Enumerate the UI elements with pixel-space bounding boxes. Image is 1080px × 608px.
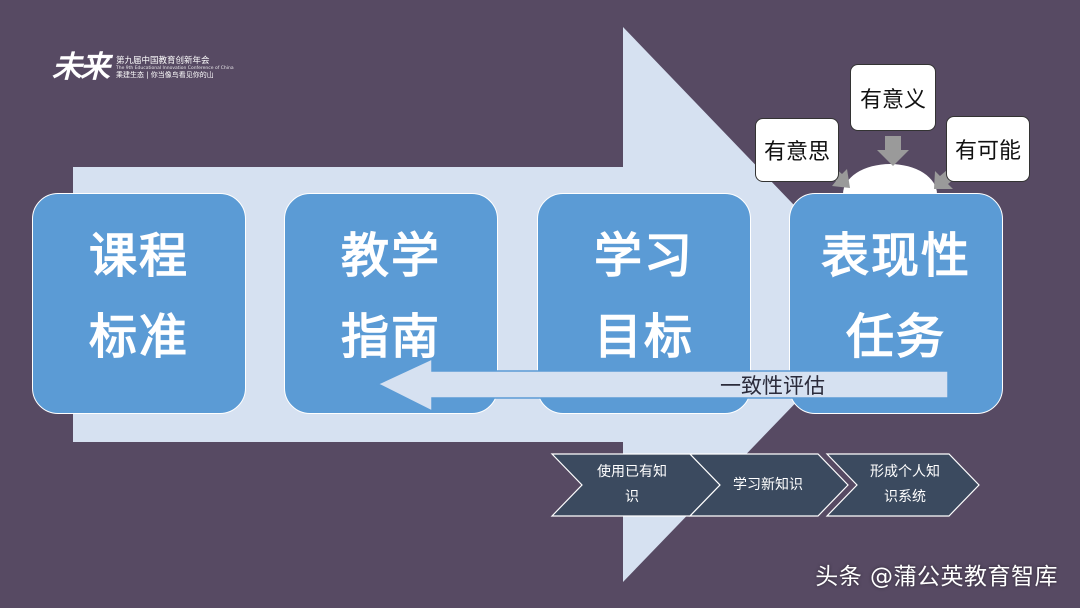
chevron-learn-new-knowledge: 学习新知识 <box>722 458 814 512</box>
logo-line2: The 9th Educational Innovation Conferenc… <box>116 66 234 72</box>
box-teaching-guide: 教学 指南 <box>284 193 498 414</box>
chevron-label-line2: 识 <box>625 489 639 505</box>
chevron-label-line1: 形成个人知 <box>870 464 940 480</box>
bubble-meaningful: 有意义 <box>850 64 936 131</box>
chevron-use-prior-knowledge: 使用已有知 识 <box>586 458 678 512</box>
conference-logo: 未来 第九届中国教育创新年会 The 9th Educational Innov… <box>52 48 234 88</box>
box-label-line2: 指南 <box>340 308 441 365</box>
bubble-possible: 有可能 <box>946 116 1030 182</box>
box-label-line2: 目标 <box>593 308 694 365</box>
logo-text: 第九届中国教育创新年会 The 9th Educational Innovati… <box>116 55 234 80</box>
box-label-line2: 任务 <box>845 308 946 365</box>
consistency-assessment-label: 一致性评估 <box>720 374 825 398</box>
logo-line3: 乘建生态 | 你当像鸟看见你的山 <box>116 71 214 80</box>
chevron-label-line1: 使用已有知 <box>597 464 667 480</box>
box-label-line1: 教学 <box>340 227 441 284</box>
box-label-line1: 表现性 <box>820 227 971 284</box>
box-learning-objectives: 学习 目标 <box>537 193 751 414</box>
box-label-line2: 标准 <box>88 308 189 365</box>
source-watermark: 头条 @蒲公英教育智库 <box>815 564 1058 590</box>
logo-line1: 第九届中国教育创新年会 <box>116 55 210 66</box>
box-label-line1: 学习 <box>593 227 694 284</box>
chevron-label-line2: 识系统 <box>884 489 926 505</box>
logo-mark: 未来 <box>52 50 110 85</box>
bubble-interesting: 有意思 <box>755 118 839 182</box>
chevron-form-knowledge-system: 形成个人知 识系统 <box>858 458 952 512</box>
chevron-label-line1: 学习新知识 <box>733 476 803 493</box>
box-performance-task: 表现性 任务 <box>789 193 1003 414</box>
box-label-line1: 课程 <box>88 227 189 284</box>
box-curriculum-standards: 课程 标准 <box>32 193 246 414</box>
